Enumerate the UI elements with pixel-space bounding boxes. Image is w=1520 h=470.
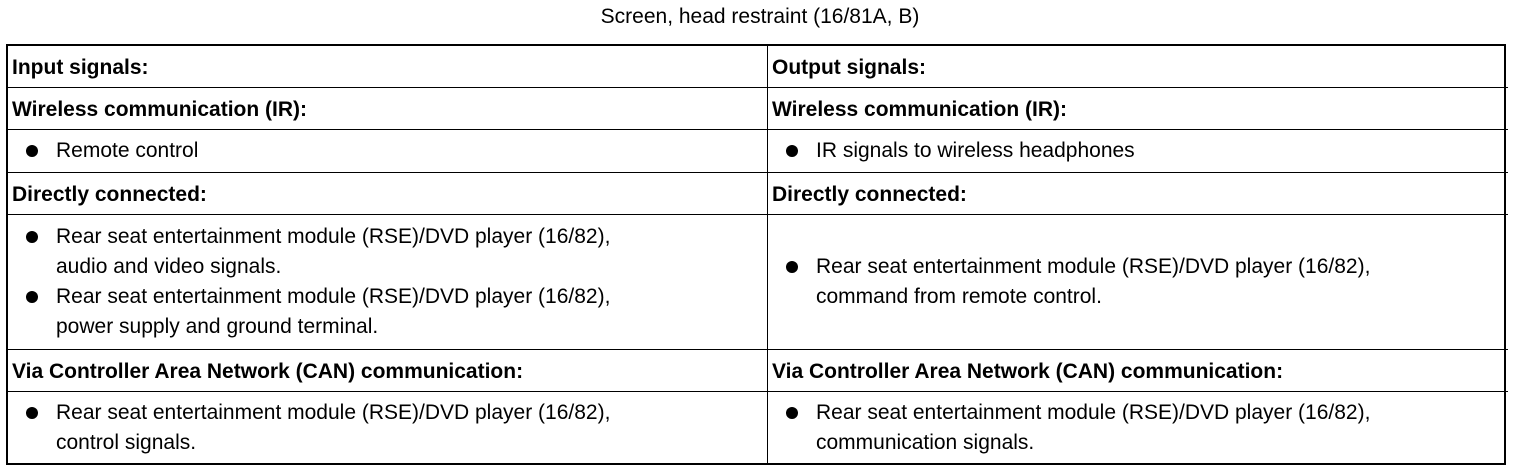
list-item: Rear seat entertainment module (RSE)/DVD… bbox=[26, 222, 763, 282]
bullet-icon bbox=[26, 291, 38, 303]
list-item-text: IR signals to wireless headphones bbox=[816, 139, 1135, 162]
input-can-list: Rear seat entertainment module (RSE)/DVD… bbox=[8, 392, 768, 463]
bullet-icon bbox=[26, 231, 38, 243]
output-direct-list: Rear seat entertainment module (RSE)/DVD… bbox=[768, 215, 1508, 350]
bullet-icon bbox=[26, 145, 38, 157]
list-item-text: Rear seat entertainment module (RSE)/DVD… bbox=[816, 400, 1371, 454]
page-title: Screen, head restraint (16/81A, B) bbox=[600, 5, 920, 28]
input-direct-header: Directly connected: bbox=[8, 173, 768, 215]
output-direct-header: Directly connected: bbox=[768, 173, 1508, 215]
input-can-header: Via Controller Area Network (CAN) commun… bbox=[8, 350, 768, 392]
list-item-text: Rear seat entertainment module (RSE)/DVD… bbox=[56, 225, 611, 278]
list-item-text: Remote control bbox=[56, 139, 199, 162]
list-item: Rear seat entertainment module (RSE)/DVD… bbox=[26, 282, 763, 342]
output-signals-header: Output signals: bbox=[768, 46, 1508, 88]
input-direct-list: Rear seat entertainment module (RSE)/DVD… bbox=[8, 215, 768, 350]
output-wireless-list: IR signals to wireless headphones bbox=[768, 130, 1508, 173]
list-item: IR signals to wireless headphones bbox=[786, 136, 1504, 166]
signals-table: Input signals: Output signals: Wireless … bbox=[6, 44, 1508, 465]
list-item-text: Rear seat entertainment module (RSE)/DVD… bbox=[56, 400, 611, 454]
list-item-text: Rear seat entertainment module (RSE)/DVD… bbox=[816, 255, 1371, 308]
output-can-header: Via Controller Area Network (CAN) commun… bbox=[768, 350, 1508, 392]
list-item: Rear seat entertainment module (RSE)/DVD… bbox=[786, 398, 1504, 458]
list-item: Rear seat entertainment module (RSE)/DVD… bbox=[786, 252, 1504, 312]
list-item-text: Rear seat entertainment module (RSE)/DVD… bbox=[56, 285, 611, 338]
list-item: Remote control bbox=[26, 136, 763, 166]
input-wireless-list: Remote control bbox=[8, 130, 768, 173]
input-wireless-header: Wireless communication (IR): bbox=[8, 88, 768, 130]
input-signals-header: Input signals: bbox=[8, 46, 768, 88]
bullet-icon bbox=[786, 145, 798, 157]
list-item: Rear seat entertainment module (RSE)/DVD… bbox=[26, 398, 763, 458]
bullet-icon bbox=[786, 261, 798, 273]
bullet-icon bbox=[786, 406, 798, 419]
bullet-icon bbox=[26, 406, 38, 419]
output-can-list: Rear seat entertainment module (RSE)/DVD… bbox=[768, 392, 1508, 463]
output-wireless-header: Wireless communication (IR): bbox=[768, 88, 1508, 130]
